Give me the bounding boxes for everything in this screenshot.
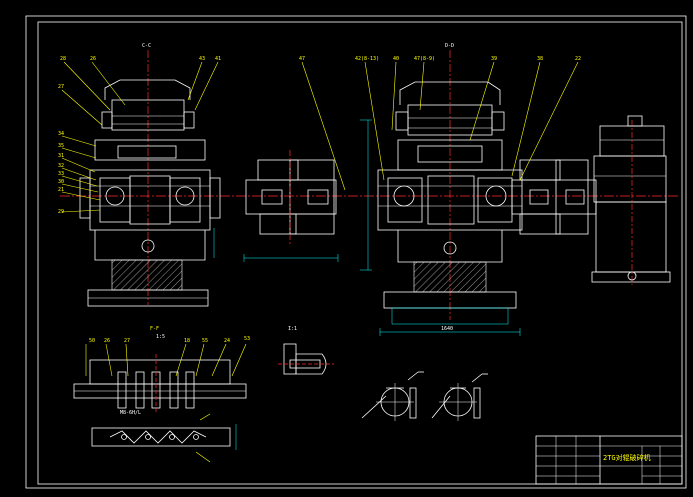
callout-35: 35	[58, 143, 64, 149]
detail-i-label: I:1	[288, 326, 297, 332]
callout-47b: 47(8-9)	[414, 56, 435, 62]
callout-26: 26	[90, 56, 96, 62]
callout-18: 18	[184, 338, 190, 344]
callout-41: 41	[215, 56, 221, 62]
callout-38: 38	[537, 56, 543, 62]
callout-24: 24	[224, 338, 230, 344]
callout-34: 34	[58, 131, 64, 137]
gear-reducer	[591, 115, 671, 285]
callout-26b: 26	[104, 338, 110, 344]
drawing-name: 2TG对辊破碎机	[603, 453, 651, 462]
callout-33: 33	[58, 171, 64, 177]
callout-22: 22	[575, 56, 581, 62]
coupling-middle	[243, 150, 339, 262]
foundation-block-right	[413, 261, 487, 293]
callout-27b: 27	[124, 338, 130, 344]
callout-29: 29	[58, 209, 64, 215]
detail-ff-label: F-F	[150, 326, 159, 332]
callout-43: 43	[199, 56, 205, 62]
section-dd-label: D-D	[445, 43, 454, 49]
callout-42: 42(8-13)	[355, 56, 379, 62]
callout-47: 47	[299, 56, 305, 62]
callout-32: 32	[58, 163, 64, 169]
title-block: 2TG对辊破碎机	[535, 435, 683, 485]
callouts-left: 28 26 43 41 27 34 35 31 32 33 30 21 29	[58, 56, 221, 215]
bolt-thread-label: M8-6H/L	[120, 410, 141, 416]
detail-ff-scale: 1:5	[156, 334, 165, 340]
callout-53: 53	[244, 336, 250, 342]
callouts-right: 47 42(8-13) 40 47(8-9) 39 38 22	[299, 56, 581, 191]
coupling-right	[511, 159, 597, 235]
callout-50: 50	[89, 338, 95, 344]
section-cc-label: C-C	[142, 43, 151, 49]
foundation-block-left	[111, 259, 183, 291]
detail-ff-view: F-F 1:5 50 26 27 18 55 24 53 M8-6H/L	[73, 326, 250, 463]
callout-30: 30	[58, 179, 64, 185]
callout-28: 28	[60, 56, 66, 62]
callout-39: 39	[491, 56, 497, 62]
inner-border	[37, 21, 683, 485]
callout-27: 27	[58, 84, 64, 90]
callout-40: 40	[393, 56, 399, 62]
callout-31: 31	[58, 153, 64, 159]
section-cc-view: C-C	[60, 43, 680, 307]
detail-i-view: I:1	[278, 326, 334, 375]
dim-overall-width: 1640	[441, 326, 453, 332]
section-dd-view: D-D 1640	[360, 43, 523, 336]
callout-21: 21	[58, 187, 64, 193]
hole-details	[361, 371, 488, 421]
outer-border	[25, 15, 687, 489]
callout-55: 55	[202, 338, 208, 344]
